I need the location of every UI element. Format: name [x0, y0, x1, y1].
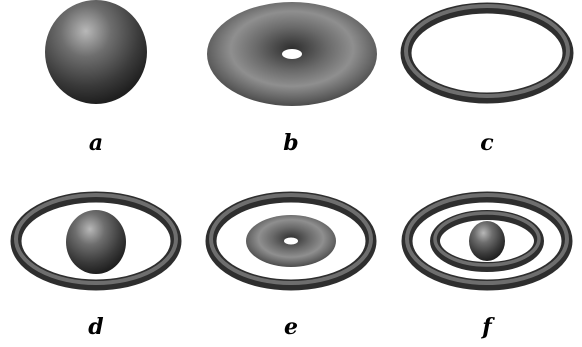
shape-f-rings-sphere — [401, 191, 573, 291]
shape-d-ring-sphere — [10, 191, 182, 291]
label-e: e — [284, 314, 298, 340]
shape-e-ring-torus — [205, 191, 377, 291]
shape-b-torus — [207, 2, 377, 106]
label-a: a — [89, 130, 103, 156]
label-b: b — [283, 130, 298, 156]
label-f: f — [480, 314, 495, 340]
label-d: d — [88, 314, 103, 340]
shape-a-sphere — [45, 0, 147, 104]
label-c: c — [480, 130, 494, 156]
shape-c-ring — [400, 2, 574, 104]
